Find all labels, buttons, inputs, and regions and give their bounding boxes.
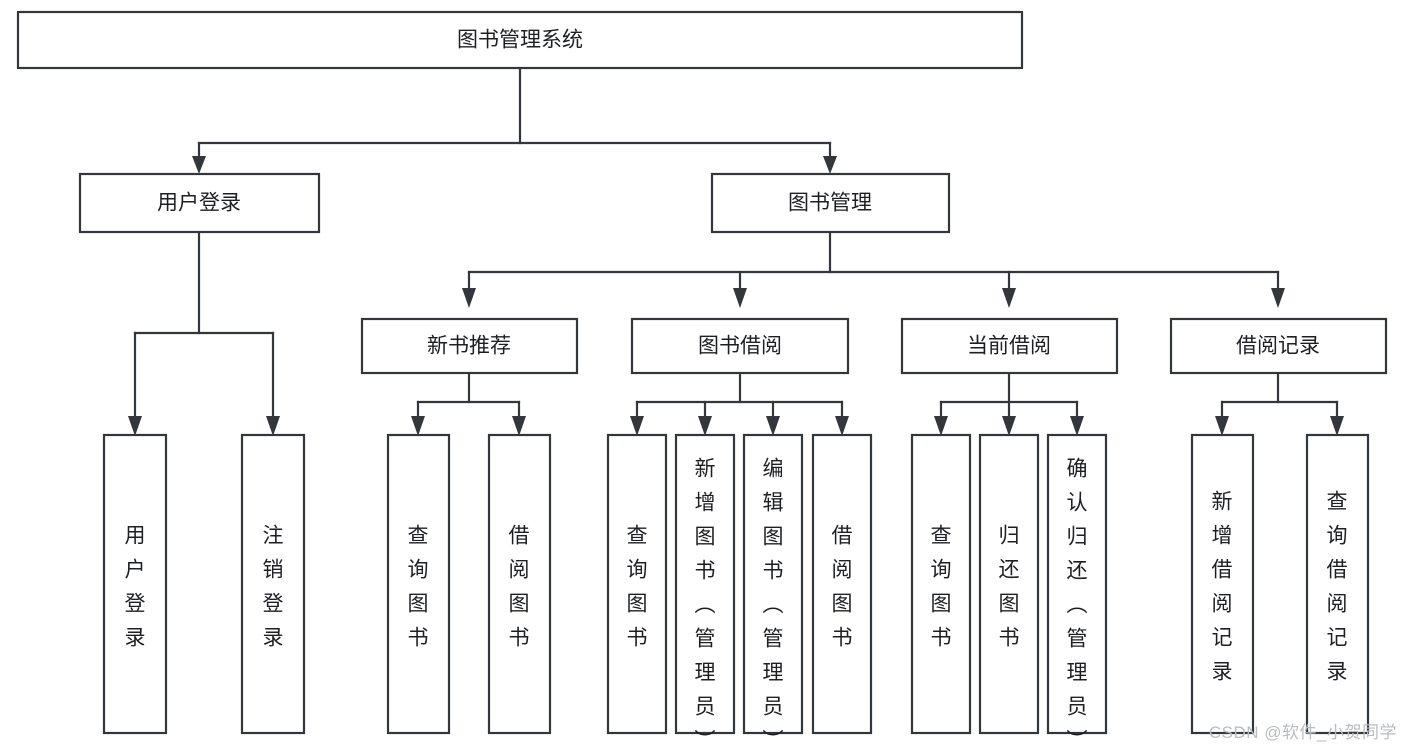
leaf-current-borrow-confirm-box	[1046, 433, 1108, 735]
leaf-new-book-query-label: 查询图书	[408, 525, 429, 650]
node-book-management[interactable]: 图书管理	[710, 172, 951, 234]
leaf-user-login-login-box	[102, 433, 168, 735]
leaf-book-borrow-borrow-box	[811, 433, 873, 735]
leaf-borrow-record-query[interactable]: 查询借阅记录	[1305, 433, 1370, 735]
leaf-book-borrow-add[interactable]: 新增图书︵管理员︶	[674, 433, 736, 747]
leaf-borrow-record-query-label: 查询借阅记录	[1327, 491, 1348, 684]
leaf-current-borrow-return-label: 归还图书	[999, 525, 1020, 650]
leaf-user-login-logout[interactable]: 注销登录	[240, 433, 306, 735]
leaf-current-borrow-return[interactable]: 归还图书	[978, 433, 1040, 735]
leaf-current-borrow-return-box	[978, 433, 1040, 735]
node-root-system[interactable]: 图书管理系统	[16, 10, 1024, 70]
node-user-login-label: 用户登录	[157, 192, 241, 215]
arrowhead-br-1	[1215, 416, 1229, 436]
arrowhead-bb-1	[630, 416, 644, 436]
leaf-user-login-logout-box	[240, 433, 306, 735]
leaf-new-book-borrow-label: 借阅图书	[509, 525, 530, 650]
arrowhead-ul-2	[266, 416, 280, 436]
leaf-new-book-query-box	[386, 433, 451, 735]
csdn-watermark: CSDN @软件_小贺同学	[1208, 723, 1397, 742]
arrowhead-bb-2	[698, 416, 712, 436]
arrowhead-book-management	[823, 156, 837, 174]
leaf-book-borrow-query[interactable]: 查询图书	[606, 433, 668, 735]
leaf-current-borrow-query[interactable]: 查询图书	[910, 433, 972, 735]
node-user-login-box	[78, 172, 321, 234]
node-current-borrow-label: 当前借阅	[967, 335, 1051, 358]
arrowhead-bb-3	[766, 416, 780, 436]
arrowhead-user-login	[192, 156, 206, 174]
node-new-book-recommend-label: 新书推荐	[427, 335, 511, 358]
leaf-book-borrow-edit[interactable]: 编辑图书︵管理员︶	[742, 433, 804, 747]
node-book-borrow-label: 图书借阅	[698, 335, 782, 358]
leaf-new-book-borrow[interactable]: 借阅图书	[487, 433, 552, 735]
leaf-user-login-login-label: 用户登录	[125, 525, 146, 650]
arrowhead-nb-2	[512, 416, 526, 436]
connector-layer	[128, 66, 1344, 436]
arrowhead-cb-1	[934, 416, 948, 436]
node-borrow-record[interactable]: 借阅记录	[1169, 317, 1388, 375]
node-borrow-record-label: 借阅记录	[1236, 335, 1320, 358]
leaf-book-borrow-query-box	[606, 433, 668, 735]
leaf-user-login-logout-label: 注销登录	[263, 525, 284, 650]
node-book-borrow[interactable]: 图书借阅	[630, 317, 850, 375]
leaf-book-borrow-edit-box	[742, 433, 804, 735]
leaf-book-borrow-borrow-label: 借阅图书	[832, 525, 853, 650]
leaf-borrow-record-add[interactable]: 新增借阅记录	[1190, 433, 1255, 735]
leaf-book-borrow-add-box	[674, 433, 736, 735]
node-current-borrow-box	[900, 317, 1119, 375]
arrowhead-ul-1	[128, 416, 142, 436]
leaf-book-borrow-add-label: 新增图书︵管理员︶	[695, 458, 716, 747]
leaf-new-book-borrow-box	[487, 433, 552, 735]
node-new-book-recommend[interactable]: 新书推荐	[360, 317, 579, 375]
node-root-label: 图书管理系统	[457, 29, 583, 52]
node-book-borrow-box	[630, 317, 850, 375]
leaf-borrow-record-query-box	[1305, 433, 1370, 735]
leaf-current-borrow-confirm[interactable]: 确认归还︵管理员︶	[1046, 433, 1108, 747]
arrowhead-cb-3	[1070, 416, 1084, 436]
arrowhead-new-book	[462, 288, 476, 308]
leaf-book-borrow-edit-label: 编辑图书︵管理员︶	[763, 458, 784, 747]
node-root-box	[16, 10, 1024, 70]
node-book-management-box	[710, 172, 951, 234]
node-new-book-recommend-box	[360, 317, 579, 375]
leaf-borrow-record-add-box	[1190, 433, 1255, 735]
arrowhead-br-2	[1330, 416, 1344, 436]
arrowhead-bb-4	[835, 416, 849, 436]
node-user-login[interactable]: 用户登录	[78, 172, 321, 234]
arrowhead-borrow-record	[1271, 288, 1285, 308]
leaf-borrow-record-add-label: 新增借阅记录	[1212, 491, 1233, 684]
leaf-book-borrow-borrow[interactable]: 借阅图书	[811, 433, 873, 735]
leaf-current-borrow-query-box	[910, 433, 972, 735]
leaf-current-borrow-query-label: 查询图书	[931, 525, 952, 650]
leaf-new-book-query[interactable]: 查询图书	[386, 433, 451, 735]
leaf-book-borrow-query-label: 查询图书	[627, 525, 648, 650]
leaf-user-login-login[interactable]: 用户登录	[102, 433, 168, 735]
arrowhead-book-borrow	[733, 288, 747, 308]
arrowhead-cb-2	[1002, 416, 1016, 436]
arrowhead-nb-1	[411, 416, 425, 436]
leaf-current-borrow-confirm-label: 确认归还︵管理员︶	[1067, 458, 1088, 747]
node-current-borrow[interactable]: 当前借阅	[900, 317, 1119, 375]
node-book-management-label: 图书管理	[788, 192, 872, 215]
arrowhead-current-borrow	[1002, 288, 1016, 308]
node-borrow-record-box	[1169, 317, 1388, 375]
